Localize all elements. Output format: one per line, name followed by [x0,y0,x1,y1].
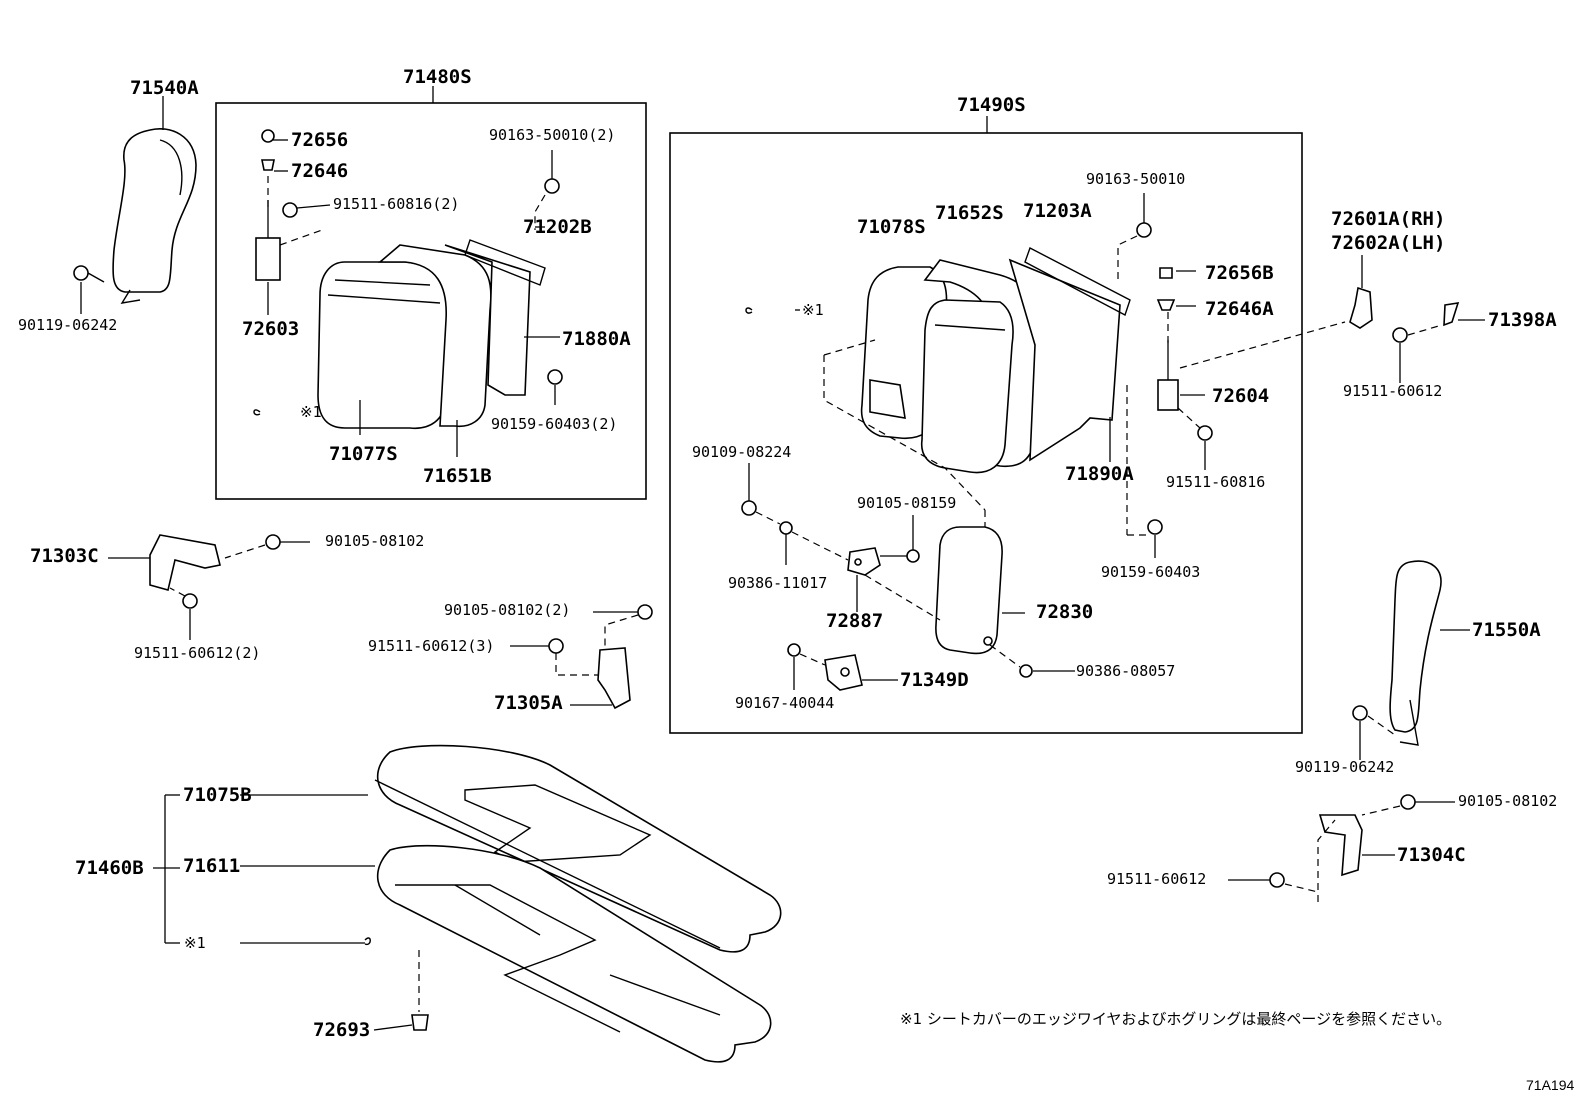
part-71077-center-shape [920,299,1014,474]
label-71077S: 71077S [329,443,398,465]
label-90105-08102-right: 90105-08102 [1458,792,1558,810]
label-90386-11017: 90386-11017 [728,574,828,592]
part-71880A-shape [444,239,546,396]
label-71540A: 71540A [130,77,199,99]
label-71611: 71611 [183,855,241,877]
label-71202B: 71202B [523,216,592,238]
part-71304C-shape [1318,814,1363,877]
label-90105-08102-left: 90105-08102 [325,532,425,550]
label-90163-50010: 90163-50010 [1086,170,1186,188]
label-72693: 72693 [313,1019,371,1041]
part-71303C-shape [149,534,221,591]
label-91511-60612-3: 91511-60612(3) [368,637,495,655]
label-71398A: 71398A [1488,309,1557,331]
part-71077S-shape [317,261,451,429]
label-71305A: 71305A [494,692,563,714]
label-71303C: 71303C [30,545,99,567]
label-71880A: 71880A [562,328,631,350]
label-72656: 72656 [291,129,349,151]
label-mark1-b: ※1 [802,301,824,319]
part-71651B-shape [377,244,492,428]
label-90105-08102-2: 90105-08102(2) [444,601,571,619]
part-72830-shape [935,526,1003,655]
label-72602A-lh: 72602A(LH) [1331,232,1446,254]
part-72604-shape [1156,267,1179,411]
label-91511-60612-right: 91511-60612 [1343,382,1443,400]
label-90167-40044: 90167-40044 [735,694,835,712]
part-71305A-shape [597,647,631,710]
label-71651B: 71651B [423,465,492,487]
part-71349D-shape [824,654,863,691]
label-72830: 72830 [1036,601,1094,623]
label-72656B: 72656B [1205,262,1274,284]
part-72603-shape [255,129,298,281]
label-90386-08057: 90386-08057 [1076,662,1176,680]
label-71203A: 71203A [1023,200,1092,222]
label-91511-60816-2: 91511-60816(2) [333,195,460,213]
label-91511-60816: 91511-60816 [1166,473,1266,491]
label-90105-08159: 90105-08159 [857,494,957,512]
label-91511-60612-bottom: 91511-60612 [1107,870,1207,888]
part-72887-shape [847,547,881,576]
label-71304C: 71304C [1397,844,1466,866]
part-71203A-shape [1008,247,1131,462]
label-71349D: 71349D [900,669,969,691]
label-mark1-a: ※1 [300,403,322,421]
label-72887: 72887 [826,610,884,632]
part-71540A-shape [73,128,197,304]
part-71550A-shape [1389,560,1442,746]
label-72601A-rh: 72601A(RH) [1331,208,1446,230]
box-71490S [669,132,1303,734]
label-91511-60612-2: 91511-60612(2) [134,644,261,662]
label-90163-50010-2: 90163-50010(2) [489,126,616,144]
part-71611-shape [376,844,772,1063]
label-71075B: 71075B [183,784,252,806]
label-72604: 72604 [1212,385,1270,407]
label-71078S: 71078S [857,216,926,238]
label-71460B: 71460B [75,857,144,879]
label-71490S: 71490S [957,94,1026,116]
diagram-code: 71A194 [1526,1077,1575,1093]
label-72603: 72603 [242,318,300,340]
footnote: ※1 シートカバーのエッジワイヤおよびホグリングは最終ページを参照ください。 [900,1010,1452,1028]
part-72601A-shape [1349,286,1373,329]
label-90159-60403: 90159-60403 [1101,563,1201,581]
label-90109-08224: 90109-08224 [692,443,792,461]
label-90159-60403-2: 90159-60403(2) [491,415,618,433]
label-mark1-c: ※1 [184,934,206,952]
label-72646A: 72646A [1205,298,1274,320]
part-71398A-shape [1443,302,1460,327]
label-71652S: 71652S [935,202,1004,224]
label-90119-06242-left: 90119-06242 [18,316,118,334]
label-72646: 72646 [291,160,349,182]
label-71890A: 71890A [1065,463,1134,485]
label-71480S: 71480S [403,66,472,88]
box-71480S [215,102,647,500]
label-90119-06242-right: 90119-06242 [1295,758,1395,776]
label-71550A: 71550A [1472,619,1541,641]
